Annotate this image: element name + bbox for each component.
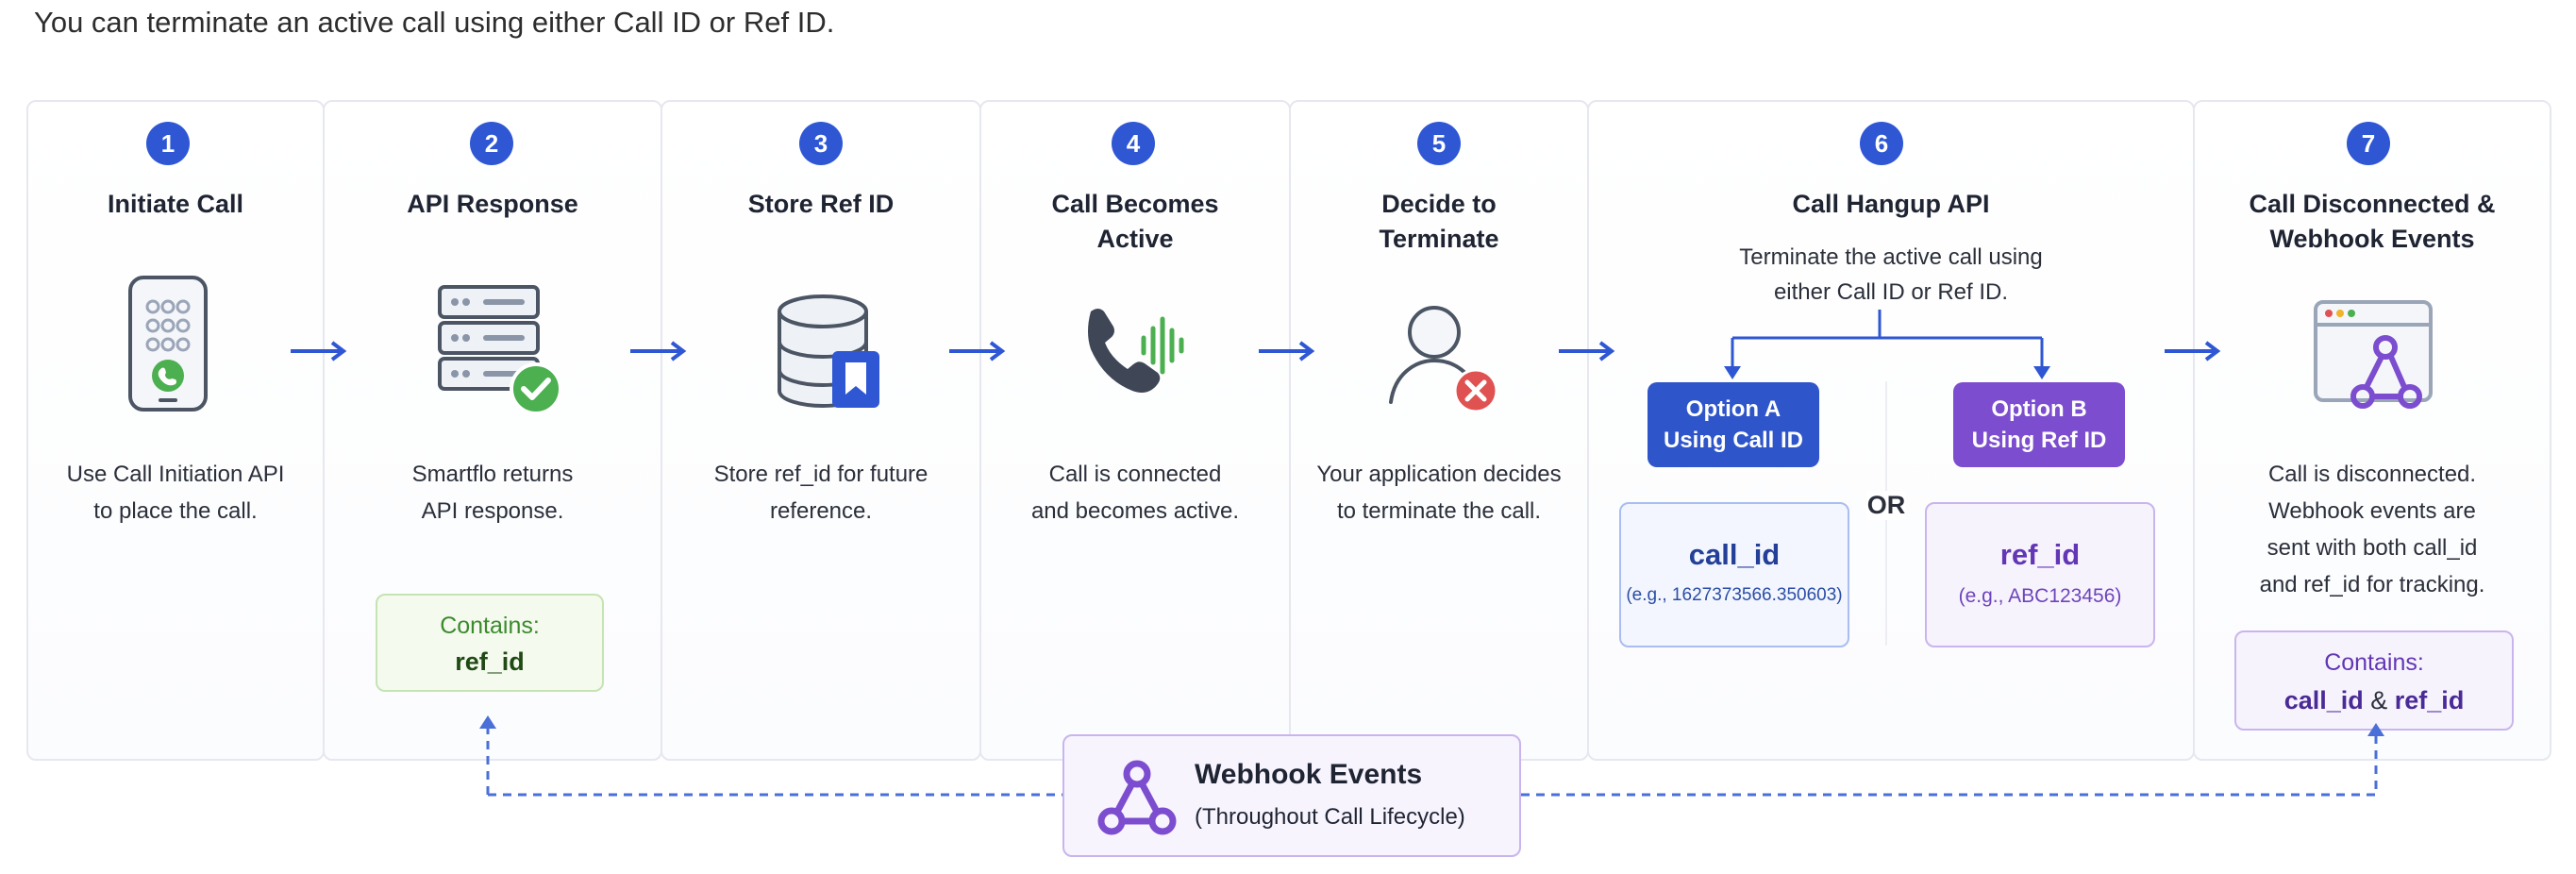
step-5-number: 5	[1417, 122, 1461, 165]
step-5-desc-line-2: to terminate the call.	[1336, 498, 1542, 524]
step-7-contains-amp: &	[2370, 686, 2388, 714]
step-6-description: Terminate the active call using either C…	[1587, 240, 2195, 310]
step-4-panel	[979, 100, 1291, 761]
step-7-contains-label: Contains:	[2324, 649, 2424, 676]
step-7-number: 7	[2347, 122, 2390, 165]
step-7-contains-call-id: call_id	[2283, 686, 2364, 714]
option-a-title-line-1: Option A	[1685, 396, 1781, 422]
step-4-number: 4	[1112, 122, 1155, 165]
step-7-desc-line-2: Webhook events are	[2268, 498, 2476, 524]
step-2-contains-label: Contains:	[440, 613, 540, 639]
ref-id-field: ref_id	[1999, 538, 2081, 571]
step-3-panel	[661, 100, 981, 761]
step-5-title: Decide to Terminate	[1289, 187, 1589, 257]
step-1-desc-line-1: Use Call Initiation API	[66, 462, 285, 487]
step-3-desc-line-2: reference.	[769, 498, 873, 524]
webhook-events-box: Webhook Events (Throughout Call Lifecycl…	[1062, 734, 1521, 857]
step-1-description: Use Call Initiation API to place the cal…	[26, 456, 325, 529]
option-b-title-line-2: Using Ref ID	[1971, 428, 2107, 453]
or-label: OR	[1866, 491, 1906, 520]
step-2-desc-line-1: Smartflo returns	[411, 462, 574, 487]
phone-soundwave-icon	[1088, 309, 1184, 393]
arrow-2-3	[630, 341, 687, 361]
call-id-field: call_id	[1688, 538, 1781, 571]
user-remove-icon	[1389, 306, 1498, 413]
option-a-title-line-2: Using Call ID	[1663, 428, 1804, 453]
step-1-desc-line-2: to place the call.	[93, 498, 258, 524]
step-7-desc-line-4: and ref_id for tracking.	[2259, 572, 2485, 597]
webhook-events-subtitle: (Throughout Call Lifecycle)	[1195, 804, 1465, 830]
server-check-icon	[438, 285, 562, 415]
webhook-icon	[1097, 760, 1177, 835]
step-3-desc-line-1: Store ref_id for future	[713, 462, 928, 487]
step-2-number: 2	[470, 122, 513, 165]
step-1-number: 1	[146, 122, 190, 165]
phone-call-icon	[128, 276, 208, 412]
step-7-description: Call is disconnected. Webhook events are…	[2193, 456, 2551, 603]
step-7-contains-ref-id: ref_id	[2394, 686, 2465, 714]
intro-text: You can terminate an active call using e…	[34, 6, 835, 39]
step-7-contains-values: call_id & ref_id	[2236, 686, 2512, 715]
step-2-title: API Response	[407, 190, 578, 218]
step-5-desc-line-1: Your application decides	[1316, 462, 1562, 487]
webhook-dashed-connectors	[479, 715, 2384, 797]
option-b-badge: Option B Using Ref ID	[1953, 382, 2125, 467]
arrow-6-7	[2165, 341, 2221, 361]
step-6-title: Call Hangup API	[1792, 190, 1990, 218]
call-id-example: (e.g., 1627373566.350603)	[1626, 585, 1843, 605]
step-3-title: Store Ref ID	[747, 190, 895, 218]
step-2-desc-line-2: API response.	[421, 498, 564, 524]
ref-id-example: (e.g., ABC123456)	[1958, 585, 2122, 607]
step-2-contains-value: ref_id	[455, 647, 525, 676]
arrow-1-2	[291, 341, 347, 361]
step-3-description: Store ref_id for future reference.	[661, 456, 981, 529]
step-5-title-line-2: Terminate	[1379, 225, 1499, 253]
step-7-desc-line-3: sent with both call_id	[2267, 535, 2478, 561]
option-b-title-line-1: Option B	[1991, 396, 2087, 422]
step-4-desc-line-1: Call is connected	[1048, 462, 1222, 487]
webhook-events-title: Webhook Events	[1195, 759, 1423, 790]
step-2-contains-box: Contains: ref_id	[376, 594, 604, 692]
step-6-desc-line-1: Terminate the active call using	[1739, 244, 2043, 270]
option-a-badge: Option A Using Call ID	[1648, 382, 1819, 467]
call-id-card: call_id (e.g., 1627373566.350603)	[1619, 502, 1849, 647]
step-7-contains-box: Contains: call_id & ref_id	[2234, 630, 2514, 731]
step-4-title-line-1: Call Becomes	[1051, 190, 1219, 218]
ref-id-card: ref_id (e.g., ABC123456)	[1925, 502, 2155, 647]
option-branch-connector	[1724, 310, 2050, 379]
arrow-4-5	[1259, 341, 1315, 361]
step-7-title-line-1: Call Disconnected &	[2249, 190, 2496, 218]
step-6-desc-line-2: either Call ID or Ref ID.	[1773, 279, 2009, 305]
step-2-description: Smartflo returns API response.	[323, 456, 662, 529]
step-5-panel	[1289, 100, 1589, 761]
step-4-desc-line-2: and becomes active.	[1030, 498, 1240, 524]
database-bookmark-icon	[778, 294, 879, 409]
step-7-title-line-2: Webhook Events	[2269, 225, 2475, 253]
arrow-5-6	[1559, 341, 1615, 361]
step-5-title-line-1: Decide to	[1381, 190, 1497, 218]
step-7-title: Call Disconnected & Webhook Events	[2193, 187, 2551, 257]
step-1-panel	[26, 100, 325, 761]
step-4-title: Call Becomes Active	[979, 187, 1291, 257]
step-7-desc-line-1: Call is disconnected.	[2267, 462, 2477, 487]
step-1-title: Initiate Call	[107, 190, 244, 218]
step-5-description: Your application decides to terminate th…	[1289, 456, 1589, 529]
step-4-description: Call is connected and becomes active.	[979, 456, 1291, 529]
step-6-number: 6	[1860, 122, 1903, 165]
step-4-title-line-2: Active	[1096, 225, 1174, 253]
browser-webhook-icon	[2314, 300, 2433, 409]
step-3-number: 3	[799, 122, 843, 165]
arrow-3-4	[949, 341, 1006, 361]
